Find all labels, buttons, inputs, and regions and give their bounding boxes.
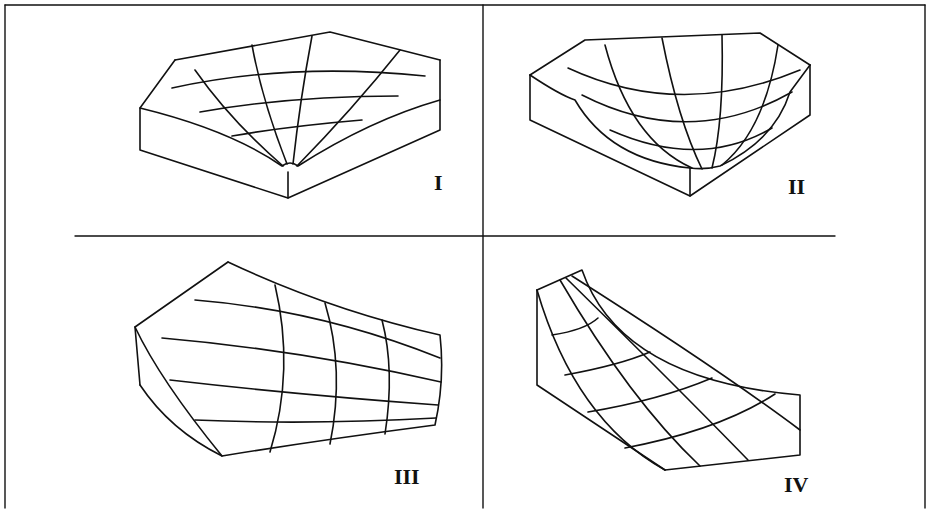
block-diagram-i xyxy=(140,32,440,198)
panel-numeral: III xyxy=(392,466,422,488)
panel-numeral: II xyxy=(786,176,807,198)
block-diagram-iii xyxy=(135,262,442,456)
frame xyxy=(5,5,925,508)
block-diagram-ii xyxy=(530,33,810,196)
panel-numeral: I xyxy=(432,172,445,194)
panel-numeral: IV xyxy=(782,474,810,496)
block-diagram-iv xyxy=(537,270,800,470)
